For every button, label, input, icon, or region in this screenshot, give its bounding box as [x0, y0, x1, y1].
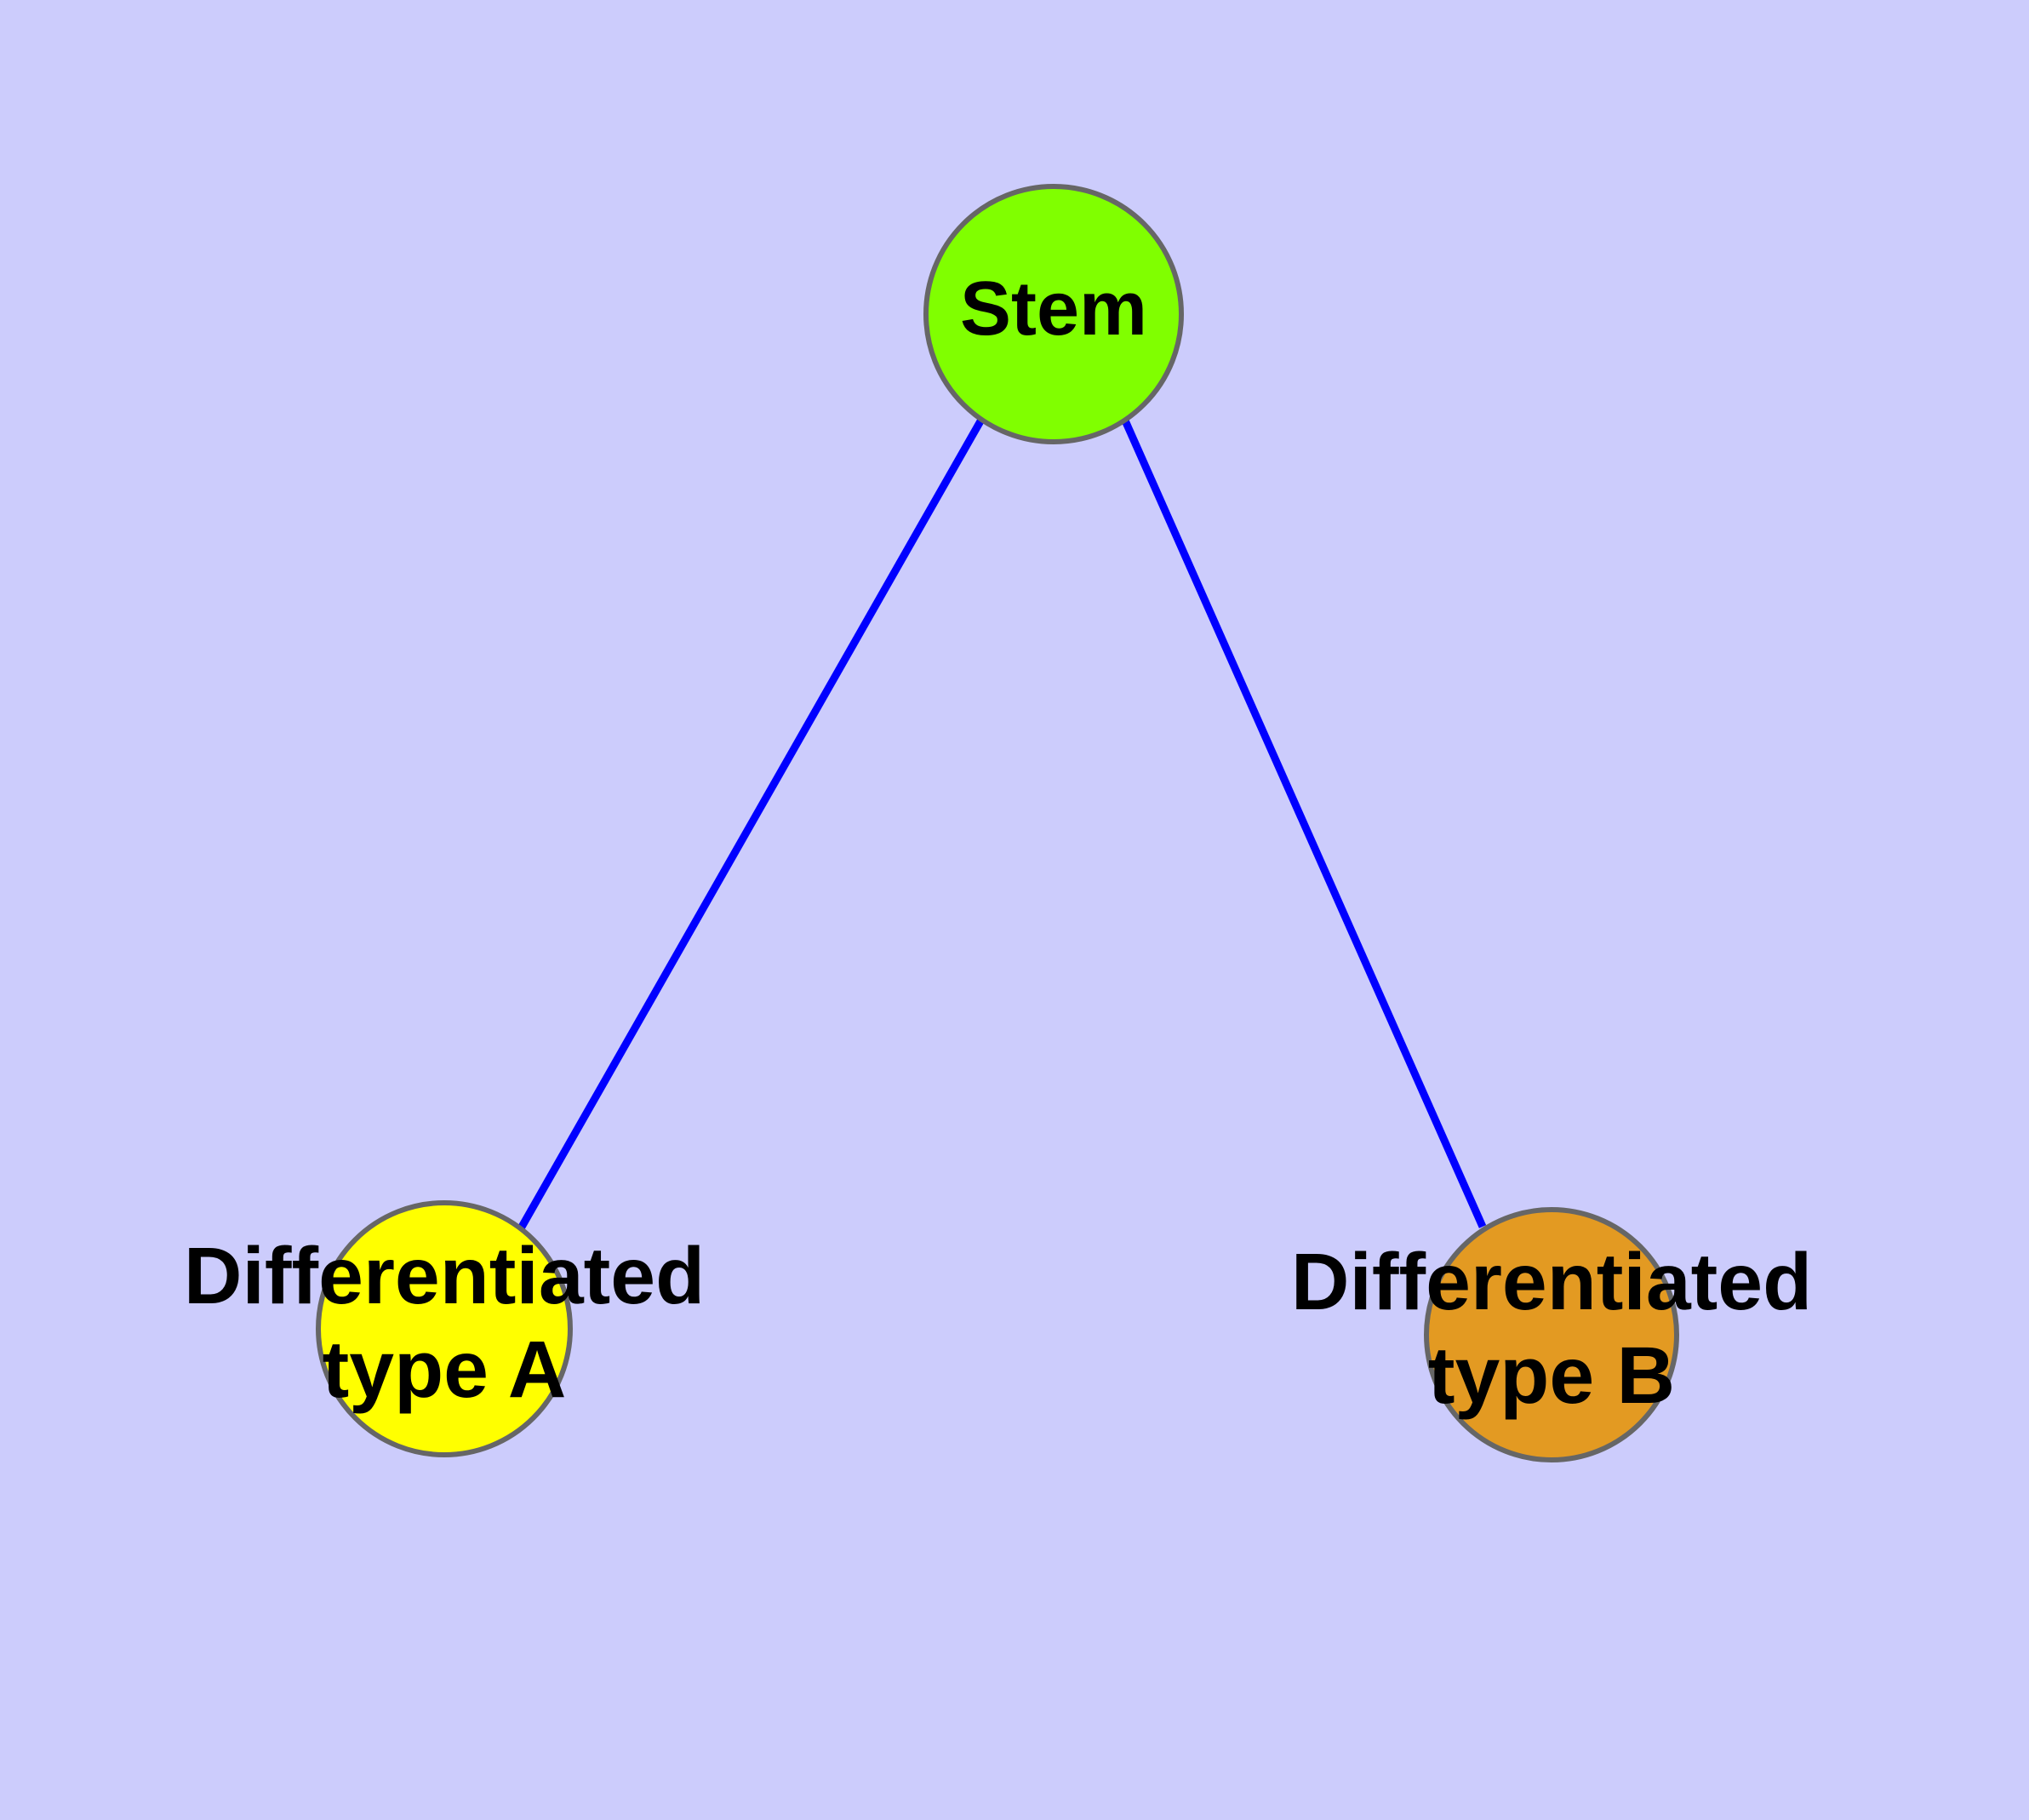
node-label-stem: Stem — [960, 266, 1147, 352]
edges-group — [517, 417, 1487, 1231]
edge-stem-to-diff_a[interactable] — [517, 417, 985, 1231]
node-stem[interactable]: Stem — [923, 184, 1184, 444]
node-label-line: Stem — [960, 266, 1147, 352]
node-circle-stem[interactable] — [923, 184, 1184, 444]
node-label-line: Differentiated — [184, 1231, 705, 1321]
node-circle-diff_b[interactable] — [1424, 1207, 1679, 1462]
node-label-line: type A — [323, 1325, 567, 1415]
node-circle-diff_a[interactable] — [316, 1200, 573, 1457]
edge-stem-to-diff_b[interactable] — [1121, 419, 1487, 1228]
node-label-line: type B — [1428, 1331, 1675, 1421]
node-label-line: Differentiated — [1291, 1237, 1812, 1327]
